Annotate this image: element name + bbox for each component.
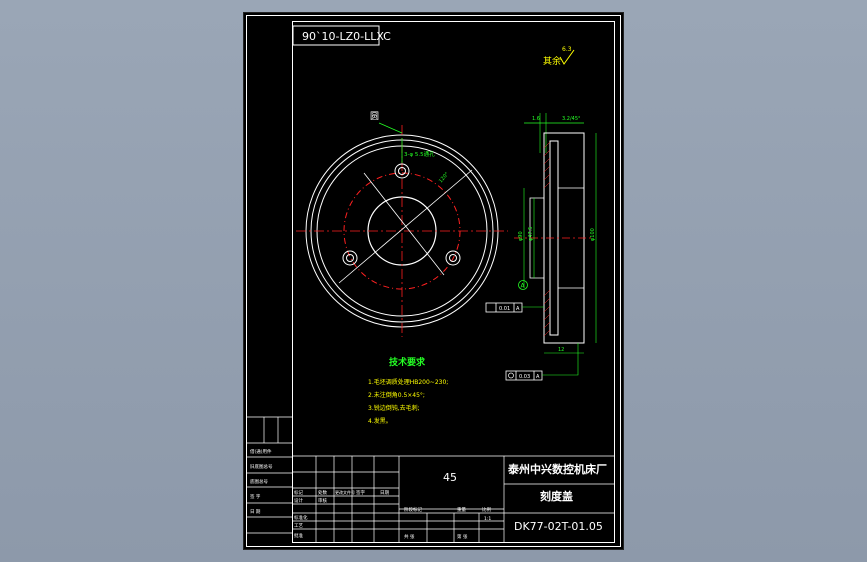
dim-diam-1: φ90 [518, 231, 524, 241]
title-block-grid [292, 455, 614, 542]
inner-frame [292, 21, 615, 543]
leader-diag-2 [363, 172, 445, 276]
tech-title: 技术要求 [389, 356, 426, 368]
bolt-hole-left [342, 250, 358, 266]
dim-top: 3.2/45° [562, 116, 581, 122]
datum-label: A [521, 283, 526, 290]
tech-item-3: 3.锐边倒钝,去毛刺; [368, 404, 420, 412]
tb-label-stage: 阶段标记 [404, 506, 422, 513]
tb-label-sheets-total: 共 张 [404, 533, 415, 540]
tb-label-mark: 标记 [294, 489, 303, 496]
datum-circle [518, 280, 528, 290]
cad-drawing: 90`10-LZ0-LLXC 其余 6.3 圆 3-φ [246, 15, 621, 547]
code-box [292, 25, 380, 46]
tb-label-approve: 批准 [294, 532, 303, 539]
part-name: 刻度盖 [540, 489, 573, 503]
front-view: 圆 3-φ 5.5通孔 120° [296, 111, 508, 337]
left-strip [247, 416, 292, 534]
hole-note: 3-φ 5.5通孔 [404, 150, 435, 158]
drawing-code-rotated: 90`10-LZ0-LLXC [302, 30, 391, 43]
tech-requirements: 技术要求 1.毛坯调质处理HB200~230; 2.未注倒角0.5×45°; 3… [368, 356, 448, 425]
drawing-number: DK77-02T-01.05 [514, 520, 603, 533]
tb-label-standard: 标准化 [294, 514, 308, 521]
bolt-hole-right [445, 250, 461, 266]
section-profile [543, 132, 585, 344]
tb-label-scale: 比例 [482, 506, 491, 513]
tolerance-frame-1: 0.01 A [485, 302, 544, 313]
material: 45 [443, 471, 457, 484]
part-label: 圆 [370, 111, 379, 122]
scale-value: 1:1 [484, 516, 491, 522]
outer-frame [246, 15, 621, 547]
company-name: 泰州中兴数控机床厂 [507, 462, 607, 476]
svg-text:A: A [516, 306, 520, 312]
tb-label-change: 更改文件号 [335, 489, 355, 495]
hatching [543, 141, 551, 337]
part-label-leader [378, 122, 403, 134]
tb-label-review: 审核 [318, 497, 327, 504]
roughness-value: 6.3 [562, 46, 572, 53]
tb-label-design: 设计 [294, 497, 303, 504]
svg-text:0.01: 0.01 [499, 306, 510, 312]
roughness-note: 其余 [543, 55, 561, 67]
tolerance-frame-2: 0.03 A [505, 343, 579, 381]
tb-label-sign: 签字 [356, 489, 365, 496]
dim-diam-2: φ47.5 [528, 227, 534, 241]
tb-label-date: 日期 [380, 490, 389, 496]
dim-bottom: 12 [558, 347, 564, 353]
left-label-3: 底图总号 [250, 478, 268, 485]
svg-text:0.03: 0.03 [519, 374, 530, 380]
left-label-5: 日 期 [250, 509, 261, 515]
side-view: 3.2/45° 1.6 φ90 φ47.5 φ100 12 A [485, 113, 597, 381]
drawing-sheet: 90`10-LZ0-LLXC 其余 6.3 圆 3-φ [244, 13, 623, 549]
dim-left: 1.6 [532, 116, 540, 122]
bolt-hole-top [394, 163, 410, 179]
tb-label-count: 处数 [318, 489, 327, 496]
left-label-1: 借(通)用件 [250, 448, 272, 455]
tech-item-1: 1.毛坯调质处理HB200~230; [368, 378, 448, 386]
tech-item-4: 4.发黑。 [368, 417, 392, 425]
angle-note: 120° [438, 171, 451, 184]
tech-item-2: 2.未注倒角0.5×45°; [368, 391, 425, 399]
left-label-4: 签 字 [250, 493, 261, 500]
dim-diam-3: φ100 [590, 228, 596, 241]
roughness-symbol-icon [559, 49, 575, 65]
svg-text:A: A [536, 374, 540, 380]
left-label-2: 旧底图总号 [250, 463, 273, 470]
tb-label-process: 工艺 [294, 523, 303, 529]
tb-label-weight: 重量 [457, 506, 466, 513]
tb-label-sheet-no: 第 张 [457, 533, 468, 540]
